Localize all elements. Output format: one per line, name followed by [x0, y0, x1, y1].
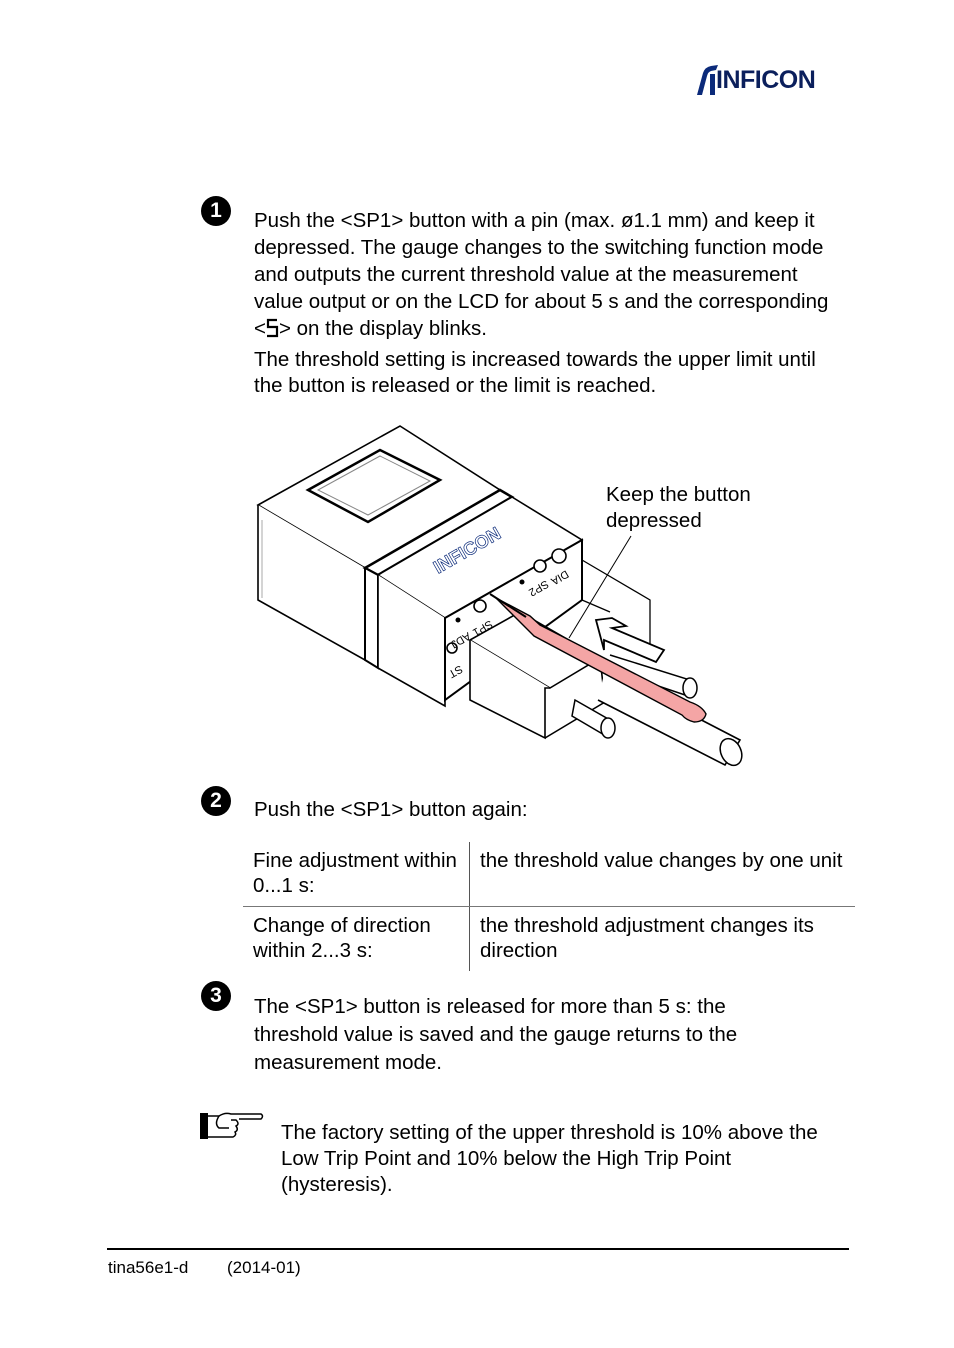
table-row: Fine adjustment within 0...1 s: the thre… — [243, 842, 855, 907]
gauge-pin-drawing: INFICON DIA SP2 SP1 ADJ ST — [256, 425, 743, 767]
push-direction-arrow-icon — [594, 617, 666, 664]
pin-tool-icon — [495, 597, 707, 723]
device-illustration: INFICON DIA SP2 SP1 ADJ ST — [250, 420, 850, 780]
adjustment-table: Fine adjustment within 0...1 s: the thre… — [243, 842, 855, 971]
step-1-paragraph-1: Push the <SP1> button with a pin (max. ø… — [254, 207, 844, 342]
step-2-text: Push the <SP1> button again: — [254, 798, 528, 821]
dia-button-icon[interactable] — [551, 548, 567, 564]
step-number-1: 1 — [201, 196, 231, 226]
footer-rule — [107, 1248, 849, 1250]
note-text: The factory setting of the upper thresho… — [281, 1121, 818, 1196]
table-cell-effect: the threshold value changes by one unit — [469, 842, 855, 907]
step-1-paragraph-2: The threshold setting is increased towar… — [254, 348, 816, 397]
step-1-text-before: Push the <SP1> button with a pin (max. ø… — [254, 209, 829, 340]
table-cell-condition: Change of direction within 2...3 s: — [243, 906, 470, 971]
logo-text: INFICON — [716, 66, 816, 94]
step-number-2: 2 — [201, 786, 231, 816]
inficon-logo-mark-icon — [697, 65, 718, 95]
step-3-text: The <SP1> button is released for more th… — [254, 995, 738, 1074]
step-number-3: 3 — [201, 981, 231, 1011]
table-cell-condition: Fine adjustment within 0...1 s: — [243, 842, 470, 907]
step-1-text: Push the <SP1> button with a pin (max. ø… — [254, 207, 844, 399]
segment-s-symbol-icon — [266, 318, 279, 338]
pointing-hand-icon — [199, 1110, 265, 1147]
step-1-text-after: > on the display blinks. — [278, 317, 487, 340]
table-cell-effect: the threshold adjustment changes its dir… — [480, 914, 814, 962]
table-row: Change of direction within 2...3 s: the … — [243, 906, 855, 971]
footer-doc-id: tina56e1-d — [108, 1258, 189, 1277]
footer-date: (2014-01) — [227, 1258, 301, 1277]
st-button-icon[interactable] — [446, 642, 458, 654]
callout-label: Keep the button depressed — [606, 483, 751, 532]
sp1-button-icon[interactable] — [473, 599, 487, 613]
